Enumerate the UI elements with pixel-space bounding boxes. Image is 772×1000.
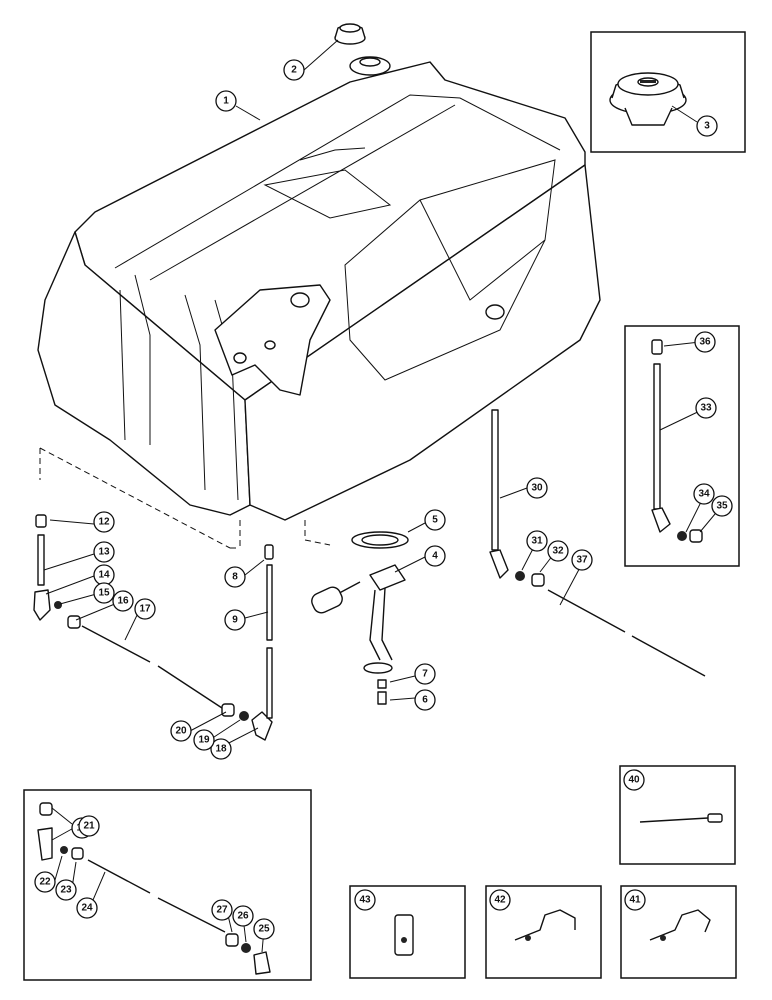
callout-1: 1	[215, 90, 237, 112]
svg-text:3: 3	[704, 121, 710, 132]
pickup-tube-detail	[651, 339, 703, 543]
callout-41: 41	[624, 889, 646, 911]
inset-frame-alt-fuel-line	[23, 789, 312, 981]
inset-frame-42	[485, 885, 602, 979]
callout-31: 31	[526, 530, 548, 552]
callout-18: 18	[210, 738, 232, 760]
callout-42: 42	[489, 889, 511, 911]
callout-5: 5	[424, 509, 446, 531]
callout-24: 24	[76, 897, 98, 919]
callout-25: 25	[253, 918, 275, 940]
svg-text:43: 43	[359, 895, 371, 906]
svg-text:41: 41	[629, 895, 641, 906]
fuel-sender-unit	[311, 531, 409, 705]
callout-20: 20	[170, 720, 192, 742]
svg-text:40: 40	[628, 775, 640, 786]
callout-3: 3	[696, 115, 718, 137]
svg-text:36: 36	[699, 337, 711, 348]
svg-text:17: 17	[139, 604, 151, 615]
clamp-detail-41	[649, 909, 711, 941]
svg-text:9: 9	[232, 615, 238, 626]
callout-9: 9	[224, 609, 246, 631]
callout-35: 35	[711, 495, 733, 517]
callout-27: 27	[211, 899, 233, 921]
svg-text:18: 18	[215, 744, 227, 755]
fuel-tank	[37, 56, 601, 521]
svg-text:7: 7	[422, 669, 428, 680]
svg-text:33: 33	[700, 403, 712, 414]
inset-frame-43	[349, 885, 466, 979]
svg-text:20: 20	[175, 726, 187, 737]
callout-14: 14	[93, 564, 115, 586]
callout-19: 19	[193, 729, 215, 751]
svg-text:23: 23	[60, 885, 72, 896]
svg-text:37: 37	[576, 555, 588, 566]
svg-text:16: 16	[117, 596, 129, 607]
inset-frame-41	[620, 885, 737, 979]
callout-37: 37	[571, 549, 593, 571]
callout-23: 23	[55, 879, 77, 901]
clamp-detail-42	[514, 909, 576, 941]
strap-detail-43	[394, 914, 414, 956]
inset-frame-pickup-tube	[624, 325, 740, 567]
svg-text:19: 19	[198, 735, 210, 746]
svg-text:42: 42	[494, 895, 506, 906]
svg-text:12: 12	[98, 517, 110, 528]
callout-2: 2	[283, 59, 305, 81]
fuel-line-assembly-left	[33, 514, 274, 741]
svg-text:24: 24	[81, 903, 93, 914]
callout-40: 40	[623, 769, 645, 791]
probe-detail	[639, 813, 723, 823]
dashed-line-center	[239, 520, 331, 550]
callout-34: 34	[693, 483, 715, 505]
svg-text:1: 1	[223, 96, 229, 107]
svg-text:26: 26	[237, 911, 249, 922]
svg-text:21: 21	[83, 821, 95, 832]
fuel-return-line	[489, 409, 706, 677]
svg-text:27: 27	[216, 905, 228, 916]
callout-6: 6	[414, 689, 436, 711]
callout-36: 36	[694, 331, 716, 353]
svg-text:13: 13	[98, 547, 110, 558]
callout-4: 4	[424, 545, 446, 567]
callout-17: 17	[134, 598, 156, 620]
dashed-line-left	[39, 447, 238, 549]
svg-text:2: 2	[291, 65, 297, 76]
svg-text:25: 25	[258, 924, 270, 935]
svg-text:34: 34	[698, 489, 710, 500]
svg-text:35: 35	[716, 501, 728, 512]
callout-13: 13	[93, 541, 115, 563]
callout-26: 26	[232, 905, 254, 927]
callout-43: 43	[354, 889, 376, 911]
svg-text:30: 30	[531, 483, 543, 494]
callout-22: 22	[34, 871, 56, 893]
callout-21-label: 21	[78, 815, 100, 837]
svg-text:15: 15	[98, 588, 110, 599]
svg-text:22: 22	[39, 877, 51, 888]
svg-text:5: 5	[432, 515, 438, 526]
callout-33: 33	[695, 397, 717, 419]
filler-cap	[334, 23, 366, 45]
callout-32: 32	[547, 540, 569, 562]
callout-8: 8	[224, 566, 246, 588]
svg-text:6: 6	[422, 695, 428, 706]
callout-30: 30	[526, 477, 548, 499]
callout-7: 7	[414, 663, 436, 685]
alt-fuel-line-detail	[37, 802, 271, 975]
callout-12: 12	[93, 511, 115, 533]
svg-text:4: 4	[432, 551, 438, 562]
svg-text:32: 32	[552, 546, 564, 557]
callout-15: 15	[93, 582, 115, 604]
svg-text:31: 31	[531, 536, 543, 547]
svg-text:8: 8	[232, 572, 238, 583]
callout-16: 16	[112, 590, 134, 612]
svg-text:14: 14	[98, 570, 110, 581]
inset-frame-40	[619, 765, 736, 865]
inset-frame-cap	[590, 31, 746, 153]
fuel-cap-detail	[609, 72, 687, 126]
